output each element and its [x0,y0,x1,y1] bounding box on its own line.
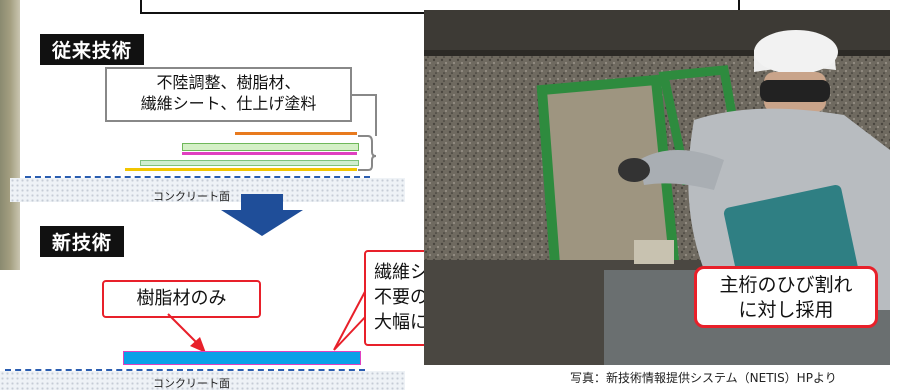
bracket-connector [350,94,377,171]
new-tech-label: 新技術 [40,226,125,257]
conventional-materials-box: 不陸調整、樹脂材、 繊維シート、仕上げ塗料 [105,67,352,122]
conventional-label: 従来技術 [40,34,145,65]
resin-layer [123,351,361,365]
layer-yellow [125,168,357,171]
resin-pointer-arrow-icon [167,313,206,353]
note-callout-pointer [333,285,369,351]
concrete-surface-top [10,178,405,202]
concrete-label-top: コンクリート面 [153,190,230,203]
layer-orange [235,132,357,135]
photo-caption: 写真：新技術情報提供システム（NETIS）HPより [570,371,837,385]
concrete-label-bottom: コンクリート面 [153,377,230,390]
resin-only-box: 樹脂材のみ [102,280,261,318]
layer-light-green [140,160,359,166]
concrete-surface-bottom [0,371,405,390]
transition-arrow-icon [221,194,303,236]
stone-texture-edge [0,0,20,270]
callout-line-2: に対し採用 [738,299,834,321]
callout-line-1: 主桁のひび割れ [719,274,853,296]
surface-dash-line-top [25,176,370,178]
layer-green-sheet [182,143,359,151]
layer-magenta [182,152,357,155]
materials-line-2: 繊維シート、仕上げ塗料 [140,94,317,113]
surface-dash-line-bottom [5,369,365,371]
girder-crack-callout: 主桁のひび割れ に対し採用 [694,266,878,328]
materials-line-1: 不陸調整、樹脂材、 [156,73,301,92]
